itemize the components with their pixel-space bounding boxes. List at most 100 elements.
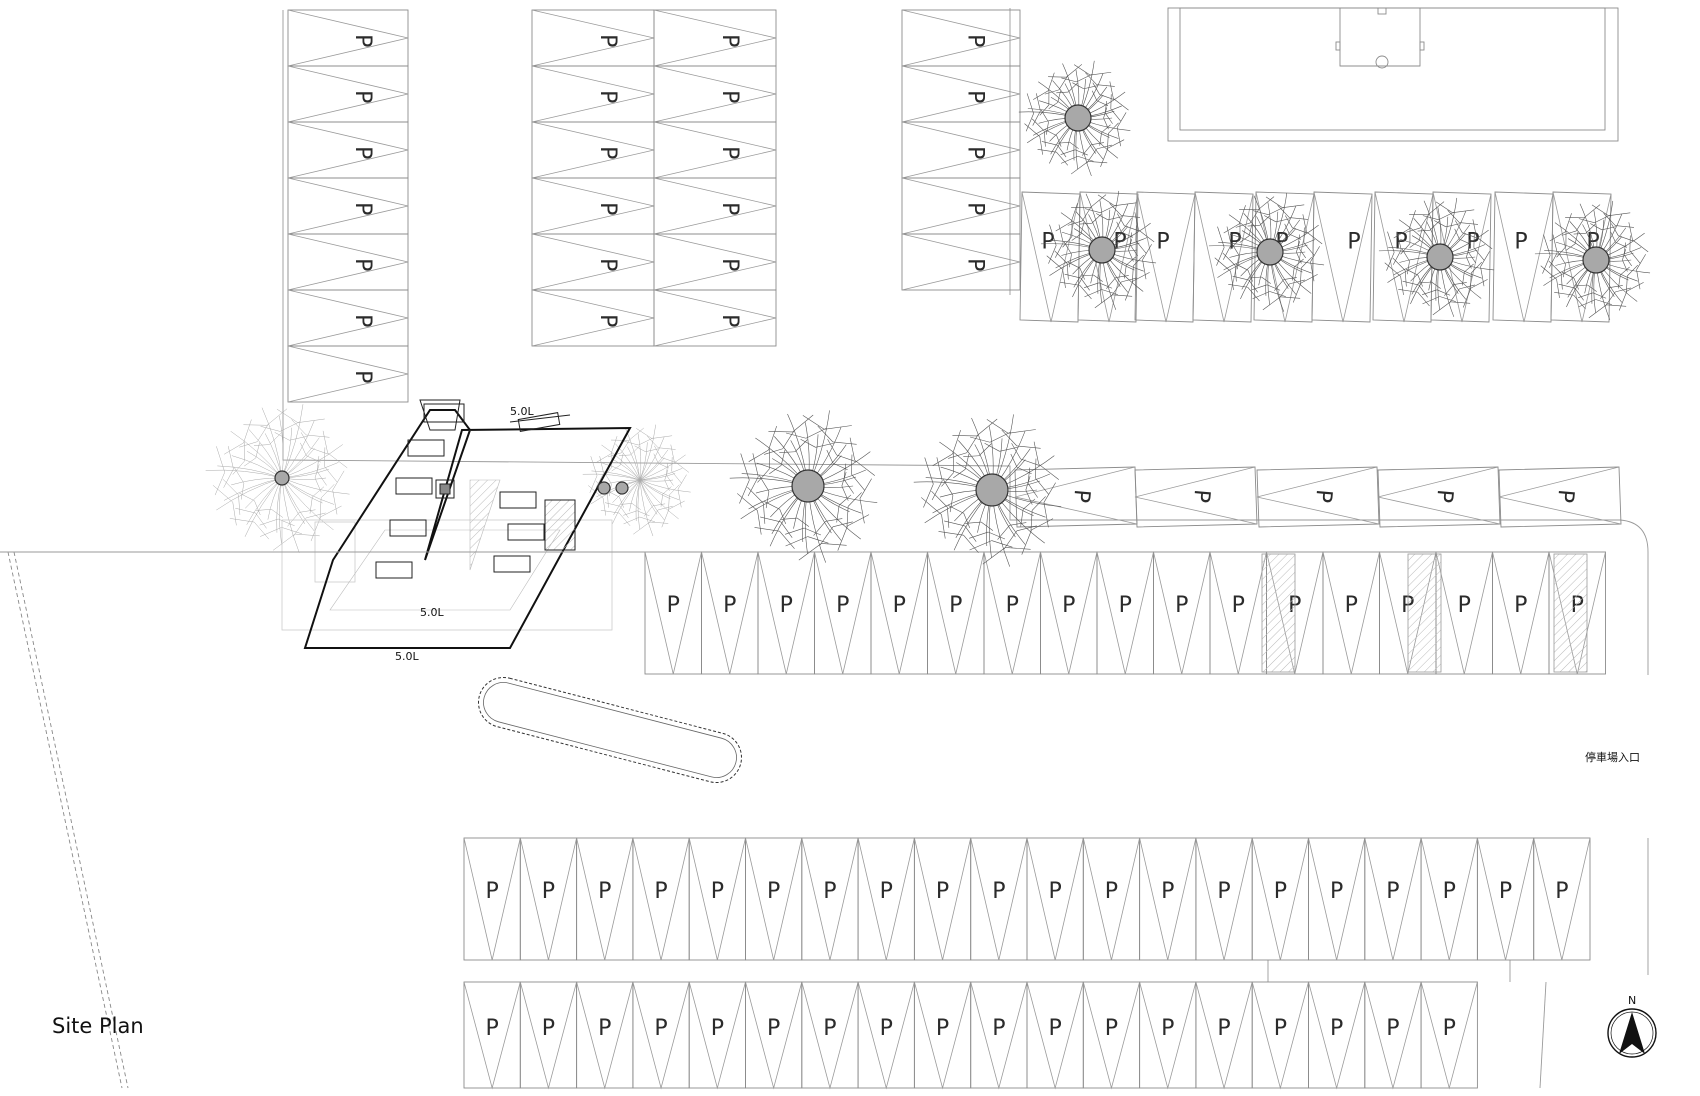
- parking-stall-chevron: [531, 65, 655, 123]
- tree-twig: [1033, 90, 1049, 100]
- parking-stall-chevron: [632, 837, 690, 961]
- parking-symbol: P: [1175, 593, 1188, 618]
- tree-twig: [1048, 245, 1057, 264]
- parking-stall: P: [463, 837, 521, 961]
- tree-twig: [1067, 82, 1078, 93]
- parking-stall-chevron: [1432, 191, 1492, 323]
- parking-stall-chevron: [1420, 981, 1478, 1090]
- parking-stall: P: [1308, 981, 1366, 1090]
- tree-twig: [1248, 279, 1258, 293]
- tree-twig: [798, 543, 822, 561]
- tree-branch: [629, 479, 641, 512]
- tree-twig: [1629, 250, 1641, 264]
- parking-stall: P: [287, 65, 409, 123]
- tree-twig: [1041, 141, 1058, 146]
- tree-twig: [966, 434, 979, 453]
- tree-icon: [582, 424, 691, 537]
- tree-twig: [1268, 206, 1285, 215]
- tree-twig: [232, 461, 245, 475]
- tree-twig: [942, 479, 954, 496]
- tree-twig: [1266, 284, 1281, 291]
- tree-twig: [1420, 213, 1430, 229]
- tree-twig: [604, 502, 621, 507]
- tree-twig: [589, 475, 598, 493]
- tree-twig: [1552, 234, 1558, 253]
- parking-stall-chevron: [701, 551, 759, 675]
- tree-twig: [279, 421, 300, 432]
- parking-stall: P: [970, 837, 1028, 961]
- parking-stall: P: [1476, 837, 1535, 961]
- tree-twig: [637, 510, 650, 517]
- tree-twig: [1300, 274, 1318, 284]
- tree-twig: [234, 467, 245, 484]
- parking-stall: P: [1082, 981, 1141, 1090]
- tree-twig: [1561, 230, 1577, 236]
- tree-twig: [1142, 244, 1152, 260]
- tree-twig: [1054, 250, 1068, 264]
- tree-twig: [931, 490, 948, 508]
- tree-twig: [1595, 299, 1613, 305]
- parking-stall-chevron: [1435, 551, 1493, 675]
- parking-stall-chevron: [870, 551, 928, 675]
- tree-twig: [1039, 136, 1043, 155]
- parking-stall-chevron: [745, 981, 803, 1090]
- tree-twig: [1116, 221, 1122, 233]
- tree-twig: [984, 443, 1000, 452]
- tree-twig: [1100, 148, 1109, 167]
- parking-symbol: P: [542, 879, 555, 904]
- tree-twig: [1104, 112, 1113, 124]
- tree-twig: [1454, 228, 1460, 240]
- drawing-title: Site Plan: [52, 1014, 144, 1038]
- tree-twig: [932, 453, 953, 466]
- tree-twig: [287, 512, 300, 527]
- tree-twig: [1632, 239, 1649, 253]
- parking-stall: P: [901, 177, 1021, 235]
- tree-twig: [1603, 213, 1616, 226]
- tree-twig: [989, 432, 1011, 443]
- tree-twig: [1540, 265, 1557, 280]
- tree-twig: [293, 517, 307, 537]
- tree-twig: [254, 500, 261, 516]
- tree-twig: [1238, 205, 1246, 225]
- tree-branch: [637, 433, 642, 481]
- parking-stall: P: [531, 65, 655, 123]
- tree-twig: [1038, 463, 1060, 480]
- parking-symbol: P: [1499, 879, 1512, 904]
- tree-twig: [803, 527, 822, 536]
- tree-branch: [281, 462, 339, 479]
- tree-twig: [1542, 255, 1551, 274]
- tree-twig: [752, 453, 759, 477]
- parking-stall-chevron: [1021, 191, 1081, 323]
- tree-twig: [278, 518, 295, 527]
- parking-symbol: P: [717, 202, 742, 215]
- parking-stall-chevron: [1377, 466, 1501, 525]
- tree-twig: [1387, 231, 1395, 253]
- parking-symbol: P: [963, 90, 988, 103]
- tree-twig: [1400, 243, 1411, 255]
- tree-twig: [1043, 482, 1056, 503]
- parking-symbol: P: [1105, 879, 1118, 904]
- tree-twig: [1016, 525, 1037, 532]
- tree-twig: [1082, 206, 1092, 222]
- tree-twig: [758, 475, 770, 492]
- parking-stall: P: [519, 981, 578, 1090]
- parking-stall: P: [463, 981, 521, 1090]
- tree-twig: [1033, 441, 1040, 465]
- tree-twig: [1025, 113, 1034, 132]
- parking-stall-outline: [901, 177, 1021, 235]
- tree-twig: [1401, 248, 1410, 262]
- tree-twig: [1556, 279, 1560, 298]
- tree-branch: [624, 427, 641, 481]
- parking-symbol: P: [1062, 593, 1075, 618]
- tree-twig: [1099, 94, 1115, 100]
- parking-stall-chevron: [1194, 191, 1254, 323]
- parking-symbol: P: [350, 314, 375, 327]
- tree-twig: [649, 521, 669, 524]
- tree-twig: [1054, 242, 1064, 258]
- tree-branch: [639, 454, 686, 481]
- parking-symbol: P: [350, 370, 375, 383]
- tree-branch: [639, 479, 665, 520]
- tree-twig: [1079, 268, 1085, 280]
- parking-stall: P: [1139, 837, 1197, 961]
